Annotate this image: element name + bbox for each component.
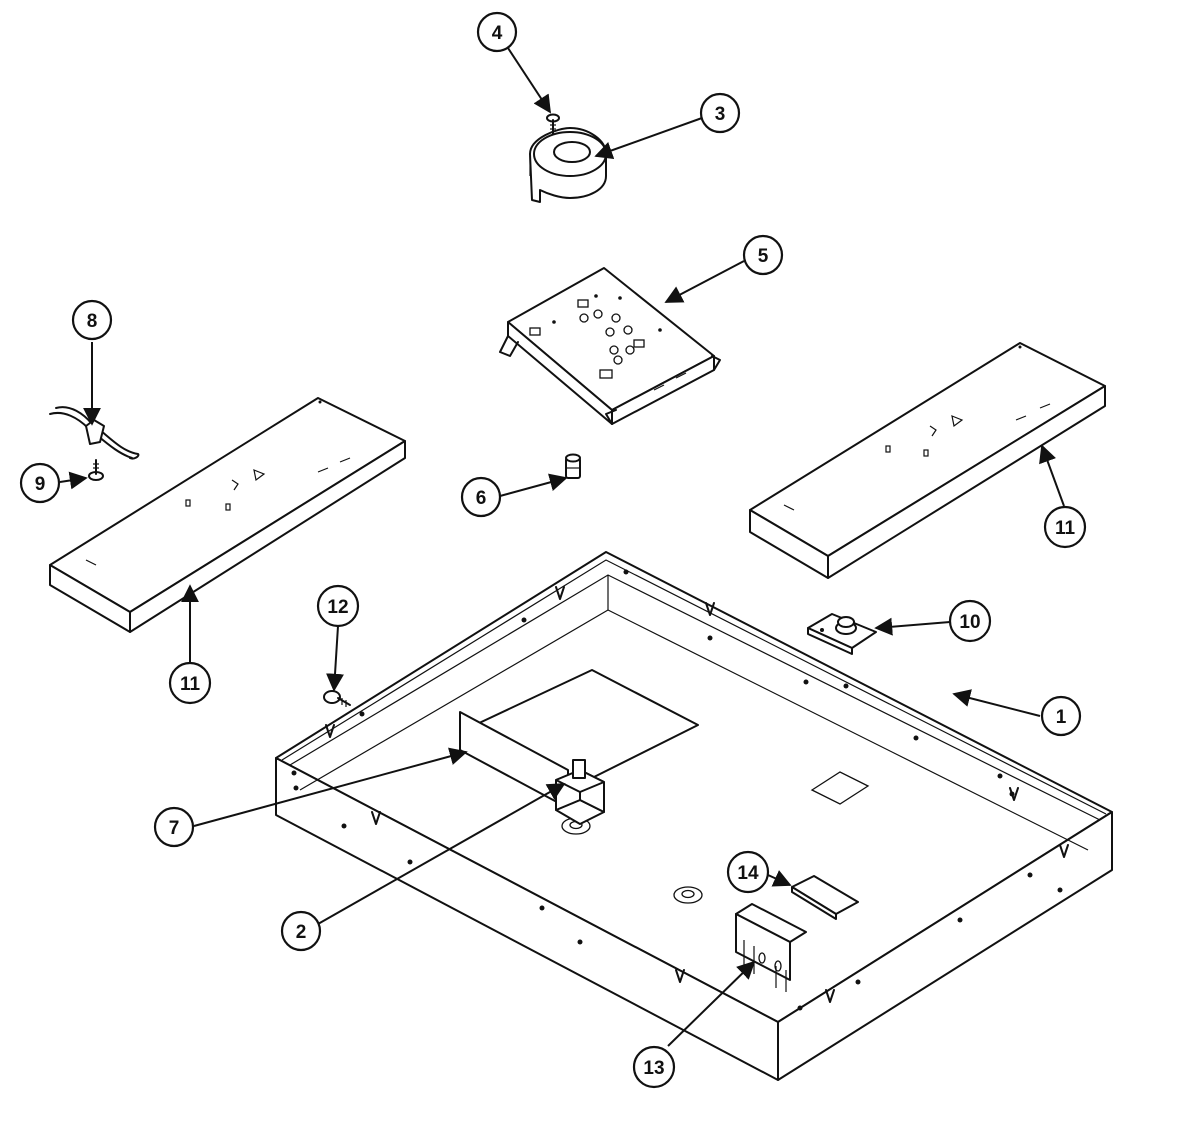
callout-4: 4 (476, 11, 518, 53)
callout-3: 3 (699, 92, 741, 134)
leader-10 (874, 617, 951, 636)
sensor-switch (807, 613, 877, 655)
leader-11-right (1039, 444, 1065, 507)
svg-text:9: 9 (35, 474, 46, 495)
callout-13: 13 (632, 1045, 676, 1089)
svg-text:3: 3 (715, 104, 726, 125)
svg-text:11: 11 (1055, 518, 1076, 539)
callout-11-left: 11 (168, 661, 212, 705)
screw-4 (546, 113, 560, 135)
svg-text:4: 4 (492, 23, 503, 44)
leader-1 (952, 689, 1041, 717)
svg-text:1: 1 (1056, 707, 1067, 728)
svg-text:5: 5 (758, 246, 769, 267)
svg-text:2: 2 (296, 922, 307, 943)
callout-12: 12 (316, 584, 360, 628)
svg-text:13: 13 (643, 1058, 664, 1079)
mounting-clip (735, 903, 807, 992)
callout-2: 2 (280, 910, 322, 952)
leader-3 (594, 117, 703, 160)
callouts: 4 3 5 8 9 6 11 11 (19, 11, 1087, 1089)
svg-text:8: 8 (87, 311, 98, 332)
svg-text:11: 11 (180, 674, 201, 695)
callout-11-right: 11 (1043, 505, 1087, 549)
screw-9 (88, 459, 104, 481)
svg-text:14: 14 (737, 863, 759, 884)
leader-lines (59, 47, 1065, 1047)
leader-6 (499, 473, 568, 497)
pin-6 (565, 453, 581, 479)
leader-12 (326, 625, 344, 692)
leader-14 (767, 870, 792, 887)
callout-1: 1 (1040, 695, 1082, 737)
svg-text:10: 10 (959, 612, 980, 633)
base-tray (275, 551, 1113, 1081)
callout-14: 14 (726, 850, 770, 894)
leader-13 (667, 960, 756, 1047)
callout-5: 5 (742, 234, 784, 276)
leader-9 (59, 471, 88, 490)
leader-2 (317, 783, 566, 925)
ring-fitting (529, 127, 607, 203)
side-panel-right (749, 342, 1106, 579)
small-pad (791, 875, 859, 920)
svg-text:7: 7 (169, 818, 180, 839)
callout-8: 8 (71, 299, 113, 341)
svg-text:12: 12 (327, 597, 348, 618)
svg-text:6: 6 (476, 488, 487, 509)
control-bracket (499, 267, 721, 425)
callout-10: 10 (948, 599, 992, 643)
leader-7 (193, 747, 468, 827)
callout-7: 7 (153, 806, 195, 848)
leader-5 (664, 260, 745, 303)
callout-6: 6 (460, 476, 502, 518)
screw-12 (323, 690, 351, 707)
wire-clip (49, 406, 140, 460)
terminal-block (555, 759, 605, 825)
callout-9: 9 (19, 462, 61, 504)
leader-4 (507, 47, 551, 114)
